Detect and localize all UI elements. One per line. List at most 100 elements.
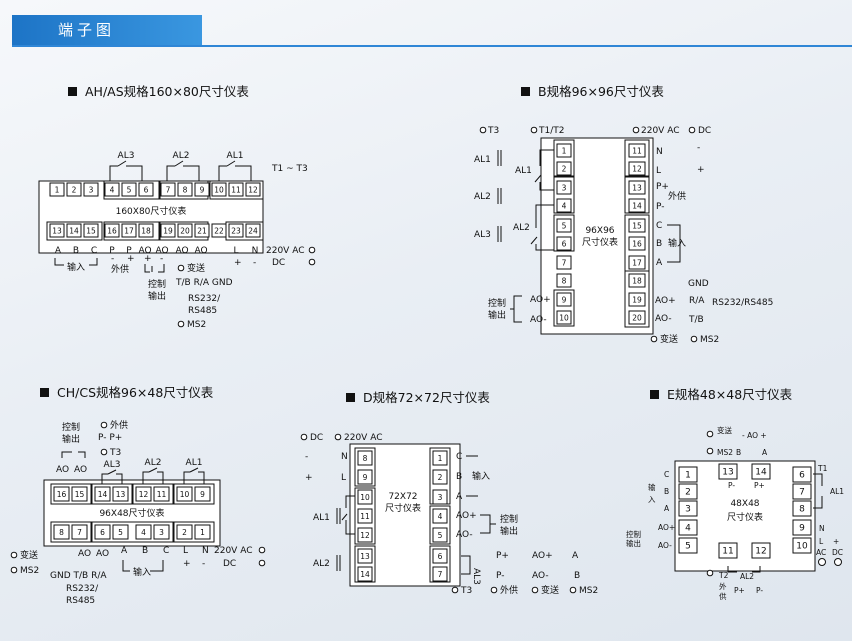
b-center-1: 96X96 [585, 226, 614, 236]
square-bullet-icon [346, 393, 355, 402]
terminal-box [194, 486, 211, 502]
terminal-number: 9 [562, 296, 567, 305]
b-label-pminus: P- [656, 202, 664, 212]
terminal-number: 24 [248, 227, 258, 236]
b-label-ra: R/A [689, 296, 705, 306]
terminal-number: 12 [755, 547, 766, 557]
terminal-number: 15 [86, 227, 96, 236]
terminal-box [176, 524, 193, 540]
terminal-number: 3 [89, 186, 94, 195]
ch-sign-plus: + [183, 559, 191, 569]
terminal-9: 9 [194, 486, 211, 502]
terminal-14: 14 [66, 223, 82, 238]
terminal-box [211, 223, 227, 238]
terminal-number: 17 [632, 259, 642, 268]
section-title-b: B规格96×96尺寸仪表 [521, 81, 664, 100]
d-dc-circle [300, 433, 308, 441]
b-label-b: B [656, 239, 662, 249]
ah-terminal-circle-220v [308, 246, 316, 254]
terminal-number: 12 [632, 165, 642, 174]
ah-label-ms2: MS2 [187, 320, 206, 330]
terminal-11: 11 [628, 143, 646, 158]
d-label-b2: B [574, 571, 580, 581]
terminal-8: 8 [792, 500, 812, 517]
e-label-transmit: 变送 [717, 425, 732, 435]
d-t3-circle [451, 586, 459, 594]
b-label-pplus: P+ [656, 182, 669, 192]
b-label-220v: 220V AC [641, 126, 679, 136]
terminal-number: 3 [438, 493, 443, 502]
terminal-box [556, 273, 572, 288]
terminal-number: 14 [98, 490, 108, 499]
terminal-2: 2 [432, 469, 448, 485]
d-label-n: N [341, 452, 348, 462]
terminal-2: 2 [556, 161, 572, 176]
terminal-5: 5 [121, 182, 137, 197]
terminal-box [228, 223, 244, 238]
terminal-number: 1 [55, 186, 60, 195]
e-label-input1: 输 [648, 482, 656, 492]
terminal-box [153, 486, 170, 502]
terminal-box [432, 508, 448, 524]
terminal-box [53, 486, 70, 502]
ah-label-ctrl1: 控制 [148, 278, 166, 290]
terminal-box [628, 236, 646, 251]
e-label-dc: DC [832, 548, 843, 557]
terminal-number: 2 [182, 528, 187, 537]
e-label-ctrl1: 控制 [626, 529, 641, 539]
terminal-number: 12 [139, 490, 149, 499]
terminal-6: 6 [138, 182, 154, 197]
terminal-number: 20 [180, 227, 190, 236]
terminal-8: 8 [556, 273, 572, 288]
b-label-n: N [656, 147, 663, 157]
terminal-23: 23 [228, 223, 244, 238]
e-dc-circle [834, 558, 842, 566]
ch-label-220v: 220V AC [214, 546, 252, 556]
terminal-box [628, 273, 646, 288]
b-label-tb: T/B [688, 315, 704, 325]
ch-center-label: 96X48尺寸仪表 [99, 507, 164, 519]
header-underline [12, 45, 852, 47]
terminal-number: 19 [632, 296, 642, 305]
terminal-box [104, 223, 120, 238]
d-label-al1: AL1 [313, 513, 330, 523]
ch-label-l: L [183, 546, 188, 556]
terminal-box [678, 466, 698, 483]
terminal-11: 11 [357, 508, 373, 524]
terminal-2: 2 [66, 182, 82, 197]
d-label-supply: 外供 [500, 584, 518, 596]
terminal-16: 16 [104, 223, 120, 238]
b-ms2-circle [690, 335, 698, 343]
ah-sign-plus1: + [127, 254, 135, 264]
terminal-box [135, 486, 152, 502]
b-label-t1t2: T1/T2 [538, 126, 564, 136]
e-label-ext1: 外 [719, 581, 727, 591]
terminal-box [792, 537, 812, 554]
b-label-supply: 外供 [668, 190, 686, 202]
ah-label-supply: 外供 [111, 263, 129, 275]
terminal-1: 1 [432, 450, 448, 466]
d-label-a2: A [572, 551, 579, 561]
d-input-bracket [466, 455, 478, 497]
d-label-ctrl2: 输出 [500, 525, 518, 537]
d-label-l: L [341, 473, 346, 483]
terminal-18: 18 [628, 273, 646, 288]
terminal-number: 5 [438, 531, 443, 540]
e-label-aoplus-top: - AO + [742, 431, 767, 440]
terminal-5: 5 [432, 527, 448, 543]
terminal-20: 20 [628, 310, 646, 325]
terminal-12: 12 [135, 486, 152, 502]
terminal-6: 6 [432, 548, 448, 564]
e-t2-circle [706, 569, 714, 577]
ah-label-ao2: AO [155, 246, 168, 256]
terminal-number: 12 [360, 531, 370, 540]
d-center-2: 尺寸仪表 [385, 502, 421, 514]
d-label-ctrl1: 控制 [500, 513, 518, 525]
terminal-box [432, 566, 448, 582]
b-label-transmit: 变送 [660, 333, 678, 345]
terminal-box [177, 223, 193, 238]
